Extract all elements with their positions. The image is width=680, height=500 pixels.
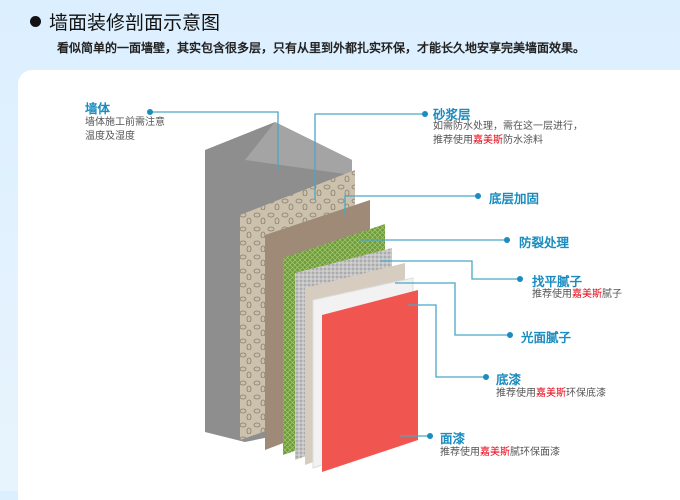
desc-pre: 推荐使用 [496, 388, 536, 399]
page-title: 墙面装修剖面示意图 [30, 8, 220, 35]
leader-lines [150, 111, 520, 437]
desc-line: 墙体施工前需注意 [85, 117, 165, 128]
label-primer: 底漆 [496, 372, 522, 387]
desc-pre: 推荐使用 [433, 135, 473, 146]
label-topcoat: 面漆 [440, 431, 466, 446]
layer-topcoat [322, 290, 418, 472]
desc-pre: 推荐使用 [440, 447, 480, 458]
desc-level-putty: 推荐使用嘉美斯腻子 [532, 288, 622, 302]
desc-post: 腻环保面漆 [510, 447, 560, 458]
label-wall: 墙体 [85, 101, 111, 116]
desc-post: 防水涂料 [503, 135, 543, 146]
desc-primer: 推荐使用嘉美斯环保底漆 [496, 387, 606, 401]
bullet-icon [30, 16, 41, 27]
brand-name: 嘉美斯 [572, 289, 602, 300]
desc-line: 如需防水处理，需在这一层进行， [433, 121, 583, 132]
desc-line: 温度及湿度 [85, 131, 135, 142]
title-text: 墙面装修剖面示意图 [49, 12, 221, 34]
label-smooth-putty: 光面腻子 [521, 330, 572, 345]
desc-wall: 墙体施工前需注意温度及湿度 [85, 116, 165, 144]
label-level-putty: 找平腻子 [532, 274, 583, 289]
subtitle: 看似简单的一面墙壁，其实包含很多层，只有从里到外都扎实环保，才能长久地安享完美墙… [57, 41, 586, 55]
label-crack: 防裂处理 [519, 235, 570, 250]
brand-name: 嘉美斯 [480, 447, 510, 458]
desc-mortar: 如需防水处理，需在这一层进行， 推荐使用嘉美斯防水涂料 [433, 120, 583, 148]
brand-name: 嘉美斯 [473, 135, 503, 146]
desc-pre: 推荐使用 [532, 289, 572, 300]
brand-name: 嘉美斯 [536, 388, 566, 399]
desc-post: 腻子 [602, 289, 622, 300]
label-base: 底层加固 [489, 191, 540, 206]
desc-post: 环保底漆 [566, 388, 606, 399]
desc-topcoat: 推荐使用嘉美斯腻环保面漆 [440, 446, 560, 460]
label-mortar: 砂浆层 [433, 107, 471, 122]
